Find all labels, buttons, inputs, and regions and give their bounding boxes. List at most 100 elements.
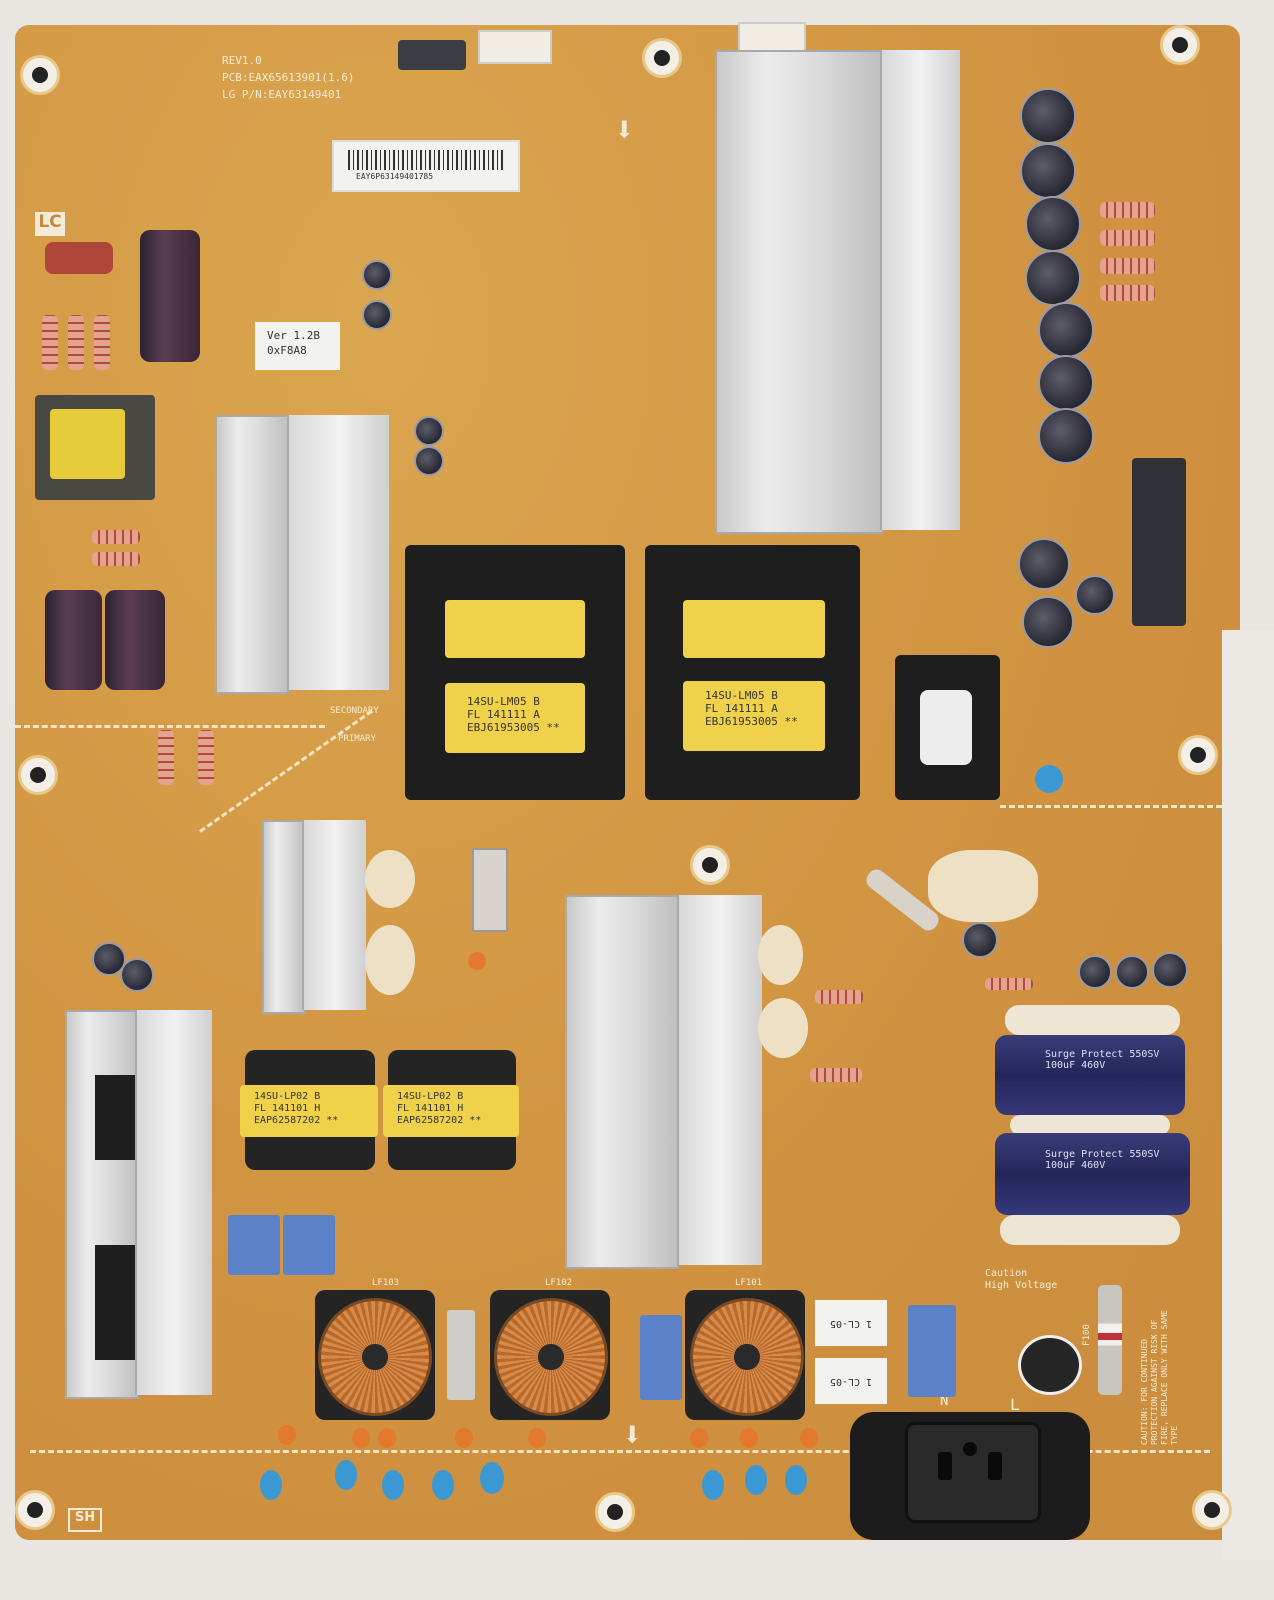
resistor — [985, 978, 1033, 990]
ribbon-connector — [398, 40, 466, 70]
cap-voltage: 460V — [1081, 1060, 1106, 1071]
small-capacitor — [1038, 408, 1094, 464]
mounting-hole — [1160, 25, 1200, 65]
small-capacitor — [1078, 955, 1112, 989]
cap-brand: Surge Protect — [1045, 1049, 1124, 1060]
heatsink-fin — [287, 415, 389, 690]
transformer-winding — [683, 600, 825, 658]
x-capacitor — [283, 1215, 335, 1275]
fuse-caution-text: CAUTION: FOR CONTINUED PROTECTION AGAINS… — [1140, 1310, 1179, 1445]
pcb-number-text: PCB:EAX65613901(1.6) — [222, 71, 355, 84]
y-capacitor — [480, 1462, 504, 1494]
common-mode-choke — [494, 1298, 608, 1416]
ceramic-capacitor — [800, 1428, 818, 1448]
glue — [1000, 1215, 1180, 1245]
y-capacitor — [1035, 765, 1063, 793]
socket-pin-slot — [988, 1452, 1002, 1480]
label-line: EBJ61953005 ** — [705, 715, 798, 728]
cap-capacitance: 100uF — [1045, 1060, 1076, 1071]
ceramic-capacitor — [740, 1428, 758, 1448]
film-capacitor — [45, 242, 113, 274]
glue-blob — [928, 850, 1038, 922]
y-capacitor — [702, 1470, 724, 1500]
isolation-line — [1000, 805, 1222, 808]
aux-transformer — [35, 395, 155, 500]
mounting-hole — [1192, 1490, 1232, 1530]
version-text: Ver 1.2B — [267, 329, 320, 342]
resistor — [94, 315, 110, 370]
label-line: 14SU-LP02 B — [397, 1091, 464, 1102]
small-capacitor — [1025, 250, 1081, 306]
glue-blob — [758, 925, 803, 985]
small-capacitor — [1025, 196, 1081, 252]
y-capacitor — [382, 1470, 404, 1500]
label-line: FL 141111 A — [705, 702, 778, 715]
label-line: FL 141101 H — [254, 1103, 321, 1114]
ceramic-capacitor — [528, 1428, 546, 1448]
y-capacitor — [335, 1460, 357, 1490]
label-line: 14SU-LP02 B — [254, 1091, 321, 1102]
filter-label: LF103 — [372, 1278, 400, 1288]
resistor — [92, 552, 140, 566]
isolation-line — [15, 725, 325, 728]
label-line: EAP62587202 ** — [254, 1115, 339, 1126]
x-capacitor — [640, 1315, 682, 1400]
small-capacitor — [1152, 952, 1188, 988]
heatsink — [262, 820, 306, 1014]
small-capacitor — [1022, 596, 1074, 648]
lg-part-number-text: LG P/N:EAY63149401 — [222, 88, 342, 101]
common-mode-choke — [318, 1298, 432, 1416]
small-capacitor — [362, 300, 392, 330]
cap-capacitance: 100uF — [1045, 1160, 1076, 1171]
resistor — [92, 530, 140, 544]
heatsink — [565, 895, 679, 1269]
ceramic-capacitor — [378, 1428, 396, 1448]
filter-label: LF101 — [735, 1278, 763, 1288]
cap-brand: Surge Protect — [1045, 1149, 1124, 1160]
heatsink — [715, 50, 884, 534]
small-capacitor — [1020, 88, 1076, 144]
ac-power-socket[interactable] — [850, 1412, 1090, 1540]
small-transformer — [472, 848, 508, 932]
small-capacitor — [120, 958, 154, 992]
electrolytic-capacitor — [105, 590, 165, 690]
heatsink — [215, 415, 289, 694]
isolation-line — [30, 1450, 1210, 1453]
resistor — [68, 315, 84, 370]
label-line: EAP62587202 ** — [397, 1115, 482, 1126]
mounting-hole — [20, 55, 60, 95]
cement-resistor — [447, 1310, 475, 1400]
airflow-arrow-icon: ⬇ — [622, 1415, 643, 1455]
output-connector — [1132, 458, 1186, 626]
live-label: L — [1010, 1395, 1020, 1414]
small-capacitor — [1018, 538, 1070, 590]
ceramic-capacitor — [455, 1428, 473, 1448]
heatsink-fin — [880, 50, 960, 530]
label-line: FL 141111 A — [467, 708, 540, 721]
resistor — [815, 990, 863, 1004]
resistor — [1100, 285, 1155, 301]
small-capacitor — [1075, 575, 1115, 615]
wire-connector — [478, 30, 552, 64]
sh-mark: SH — [68, 1508, 102, 1532]
barcode — [348, 150, 504, 170]
y-capacitor — [260, 1470, 282, 1500]
neutral-label: N — [940, 1393, 949, 1409]
barcode-label: EAY6P63149401785 — [332, 140, 520, 192]
label-line: 14SU-LM05 B — [467, 695, 540, 708]
small-capacitor — [1115, 955, 1149, 989]
ceramic-capacitor — [278, 1425, 296, 1445]
transformer-winding — [445, 600, 585, 658]
standby-transformer — [895, 655, 1000, 800]
small-capacitor — [1020, 143, 1076, 199]
